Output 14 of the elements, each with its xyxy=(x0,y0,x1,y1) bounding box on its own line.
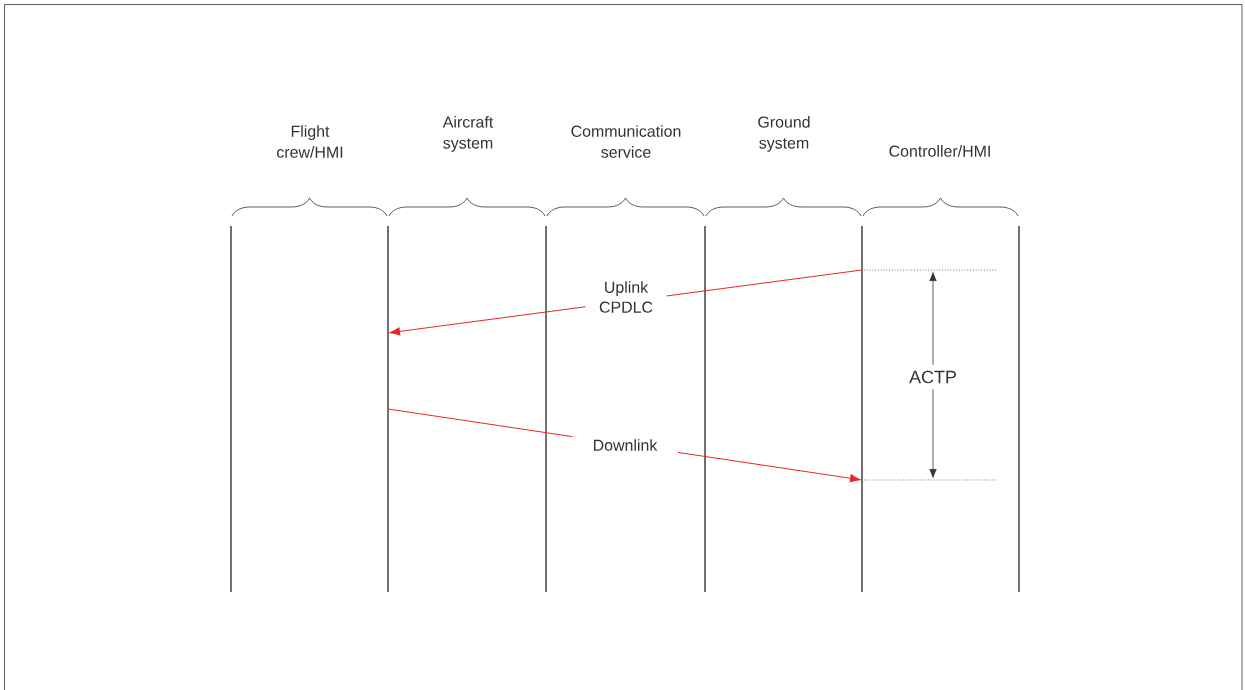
edge-label: Uplink CPDLC xyxy=(585,278,667,316)
lane-header: Ground system xyxy=(758,116,810,152)
lane-header: Flight crew/HMI xyxy=(277,125,343,158)
dimension-label: ACTP xyxy=(903,364,963,390)
lifeline xyxy=(387,225,389,593)
edge-label: Downlink xyxy=(572,436,678,454)
lifeline xyxy=(861,225,863,593)
lifeline xyxy=(704,225,706,593)
lifeline xyxy=(230,225,232,593)
lane-header: Aircraft system xyxy=(442,116,494,152)
lane-header: Communication service xyxy=(571,125,681,158)
lifeline xyxy=(545,225,547,593)
lifeline xyxy=(1018,225,1020,593)
lane-header: Controller/HMI xyxy=(889,145,990,157)
